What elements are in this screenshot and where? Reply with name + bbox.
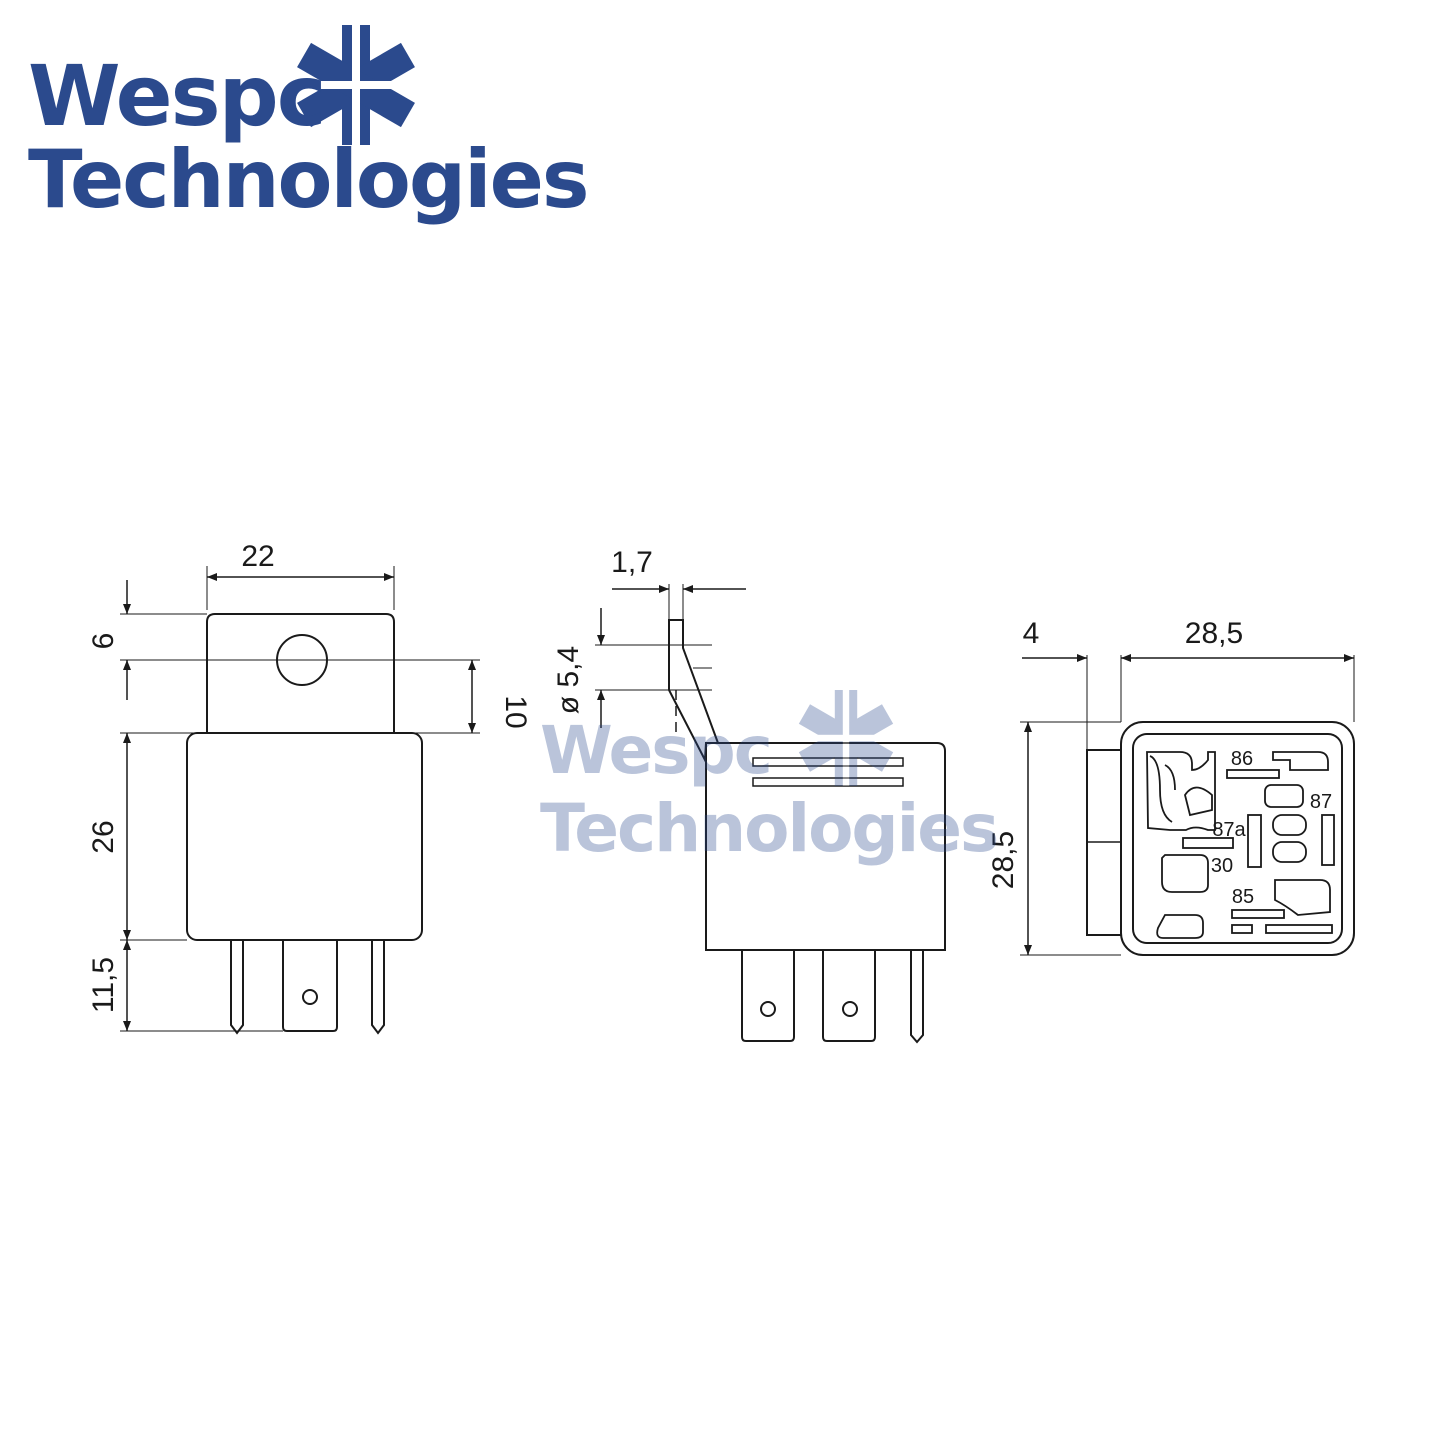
terminal-30-label: 30 <box>1211 855 1233 877</box>
front-pin-center <box>282 940 338 1032</box>
dim-front-flange: 6 <box>87 633 120 650</box>
bottom-terminal-shapes <box>1146 751 1335 939</box>
logo-line-2: Technologies <box>28 133 589 226</box>
dim-bottom-flange: 4 <box>1023 617 1040 650</box>
logo-line-1: Wespc <box>28 47 327 145</box>
terminal-85-label: 85 <box>1232 886 1254 908</box>
terminal-86-label: 86 <box>1231 748 1253 770</box>
bottom-inner-frame <box>1132 733 1343 944</box>
bottom-view <box>1020 654 1355 956</box>
front-pin-left <box>230 940 244 1035</box>
terminal-87-label: 87 <box>1310 791 1332 813</box>
dim-bracket-thickness: 1,7 <box>611 546 653 579</box>
company-logo: Wespc Technologies <box>28 25 589 230</box>
logo-cross-icon <box>296 25 416 145</box>
bottom-outer-frame <box>1120 721 1355 956</box>
front-flange <box>206 613 395 733</box>
side-pin-2 <box>822 950 876 1042</box>
side-pin-1 <box>741 950 795 1042</box>
dim-front-pins: 11,5 <box>87 957 120 1013</box>
front-body <box>186 732 423 941</box>
front-view <box>120 566 480 1035</box>
side-body <box>705 742 946 951</box>
front-pin-right <box>371 940 385 1035</box>
dim-front-body: 26 <box>87 820 120 853</box>
terminal-87a-label: 87a <box>1212 819 1246 841</box>
dim-bottom-width: 28,5 <box>1185 617 1243 650</box>
side-view <box>595 584 946 1044</box>
dim-hole-diameter: ø 5,4 <box>552 646 585 714</box>
side-pin-3 <box>910 950 924 1044</box>
dim-front-width: 22 <box>241 540 274 573</box>
dim-front-hole-offset: 10 <box>499 695 532 728</box>
dim-bottom-height: 28,5 <box>987 831 1020 889</box>
